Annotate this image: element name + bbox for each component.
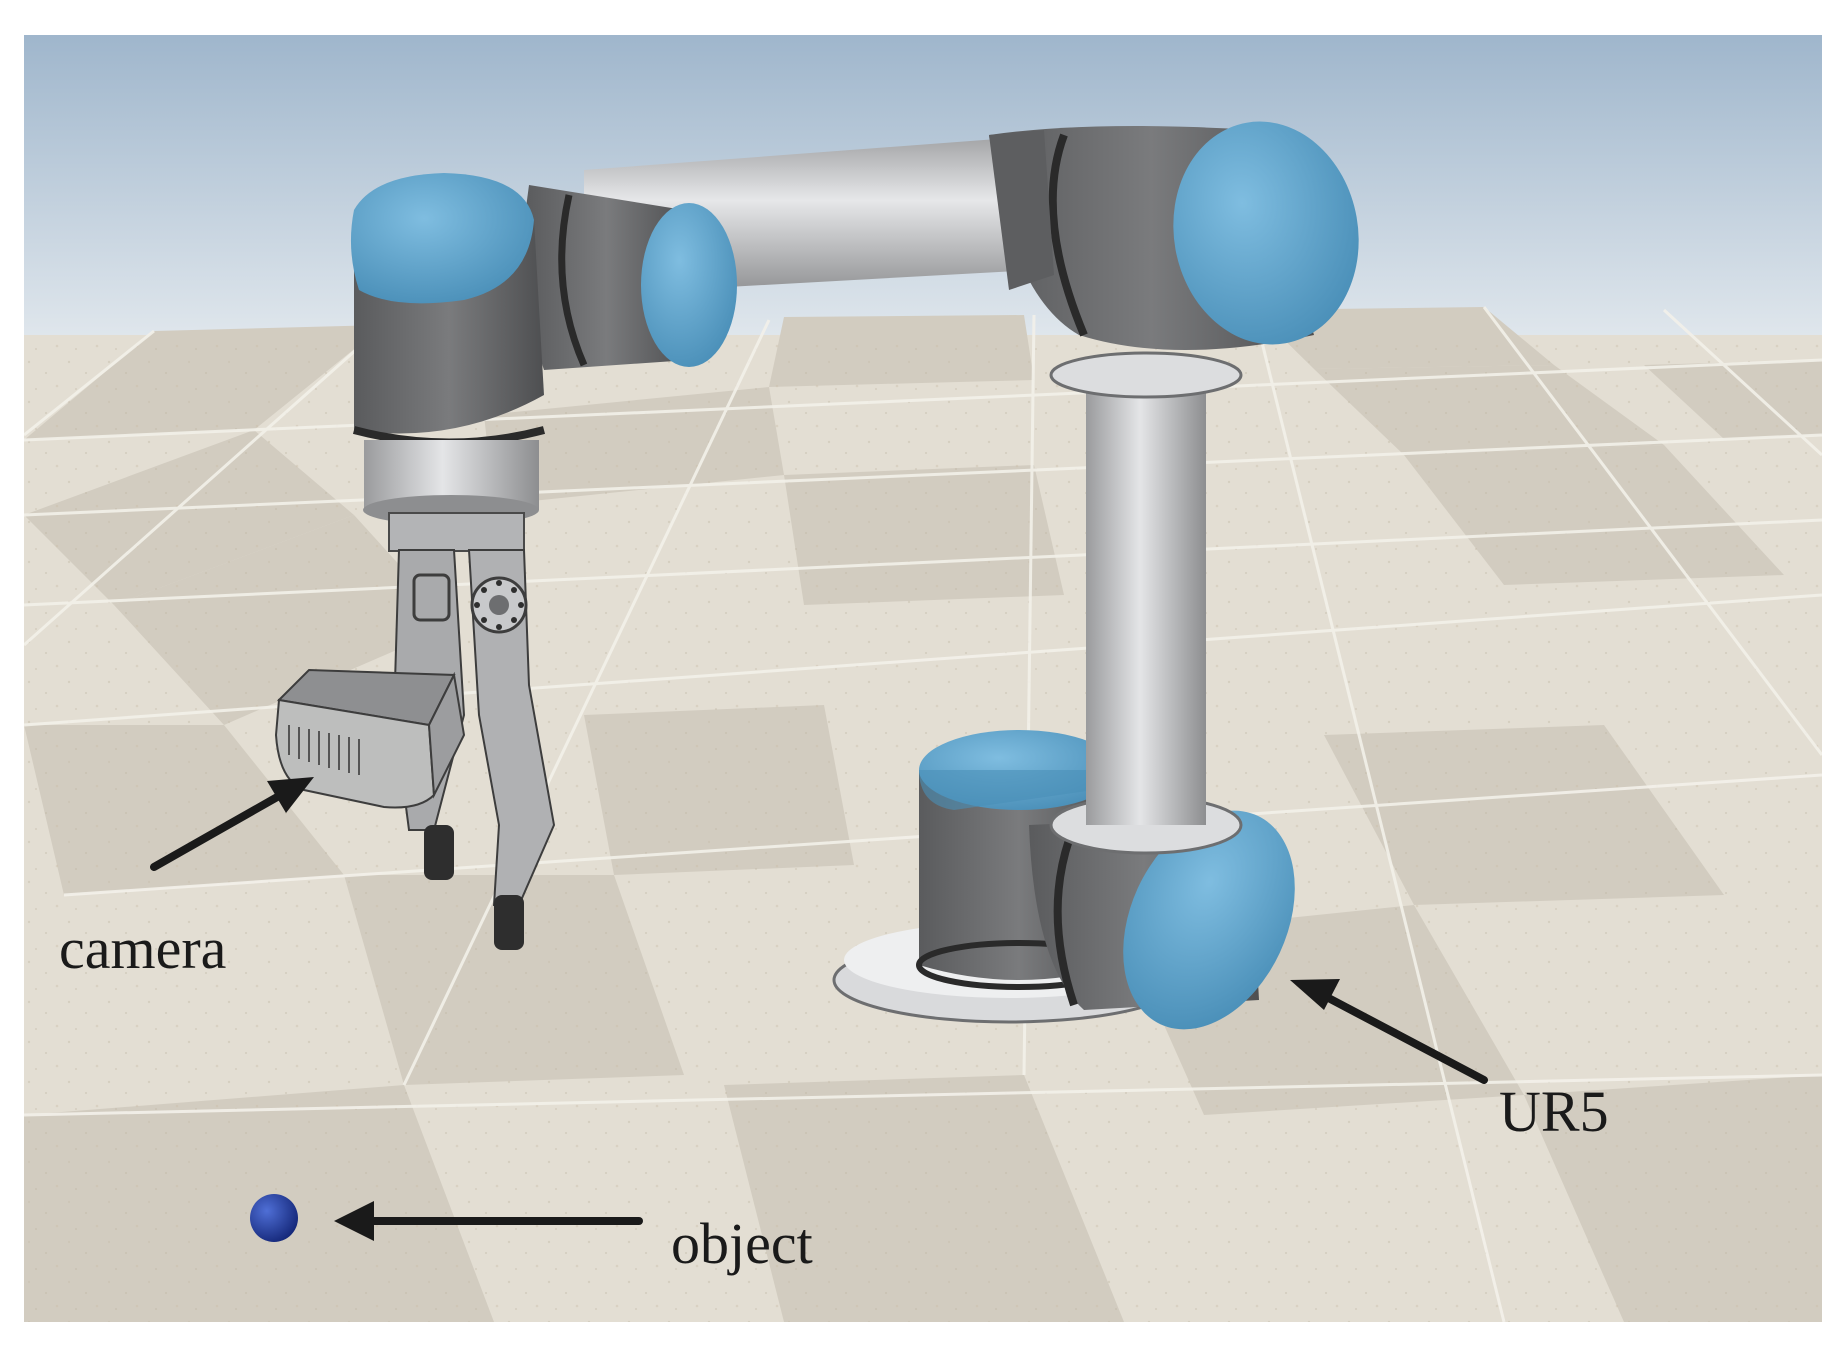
wrist-camera <box>274 668 466 809</box>
finger-tip-right <box>494 895 524 950</box>
object-arrow <box>334 1201 643 1241</box>
ur5-robot-arm <box>350 121 1359 1030</box>
target-object <box>250 1194 298 1242</box>
camera-label: camera <box>59 916 227 981</box>
simulation-viewport: camera UR5 object <box>24 35 1822 1322</box>
elbow-cap <box>1173 121 1359 345</box>
camera-arrow <box>150 777 314 871</box>
annotation-arrows <box>150 777 1488 1241</box>
shoulder-cap <box>1123 810 1295 1030</box>
wrist1-cap <box>641 203 737 367</box>
finger-tip-left <box>424 825 454 880</box>
object-label: object <box>671 1211 813 1276</box>
wrist2-cap <box>350 173 534 304</box>
ur5-label: UR5 <box>1499 1079 1609 1144</box>
upper-link <box>1086 375 1206 825</box>
scene-canvas <box>24 35 1822 1322</box>
ur5-arrow <box>1290 979 1488 1084</box>
